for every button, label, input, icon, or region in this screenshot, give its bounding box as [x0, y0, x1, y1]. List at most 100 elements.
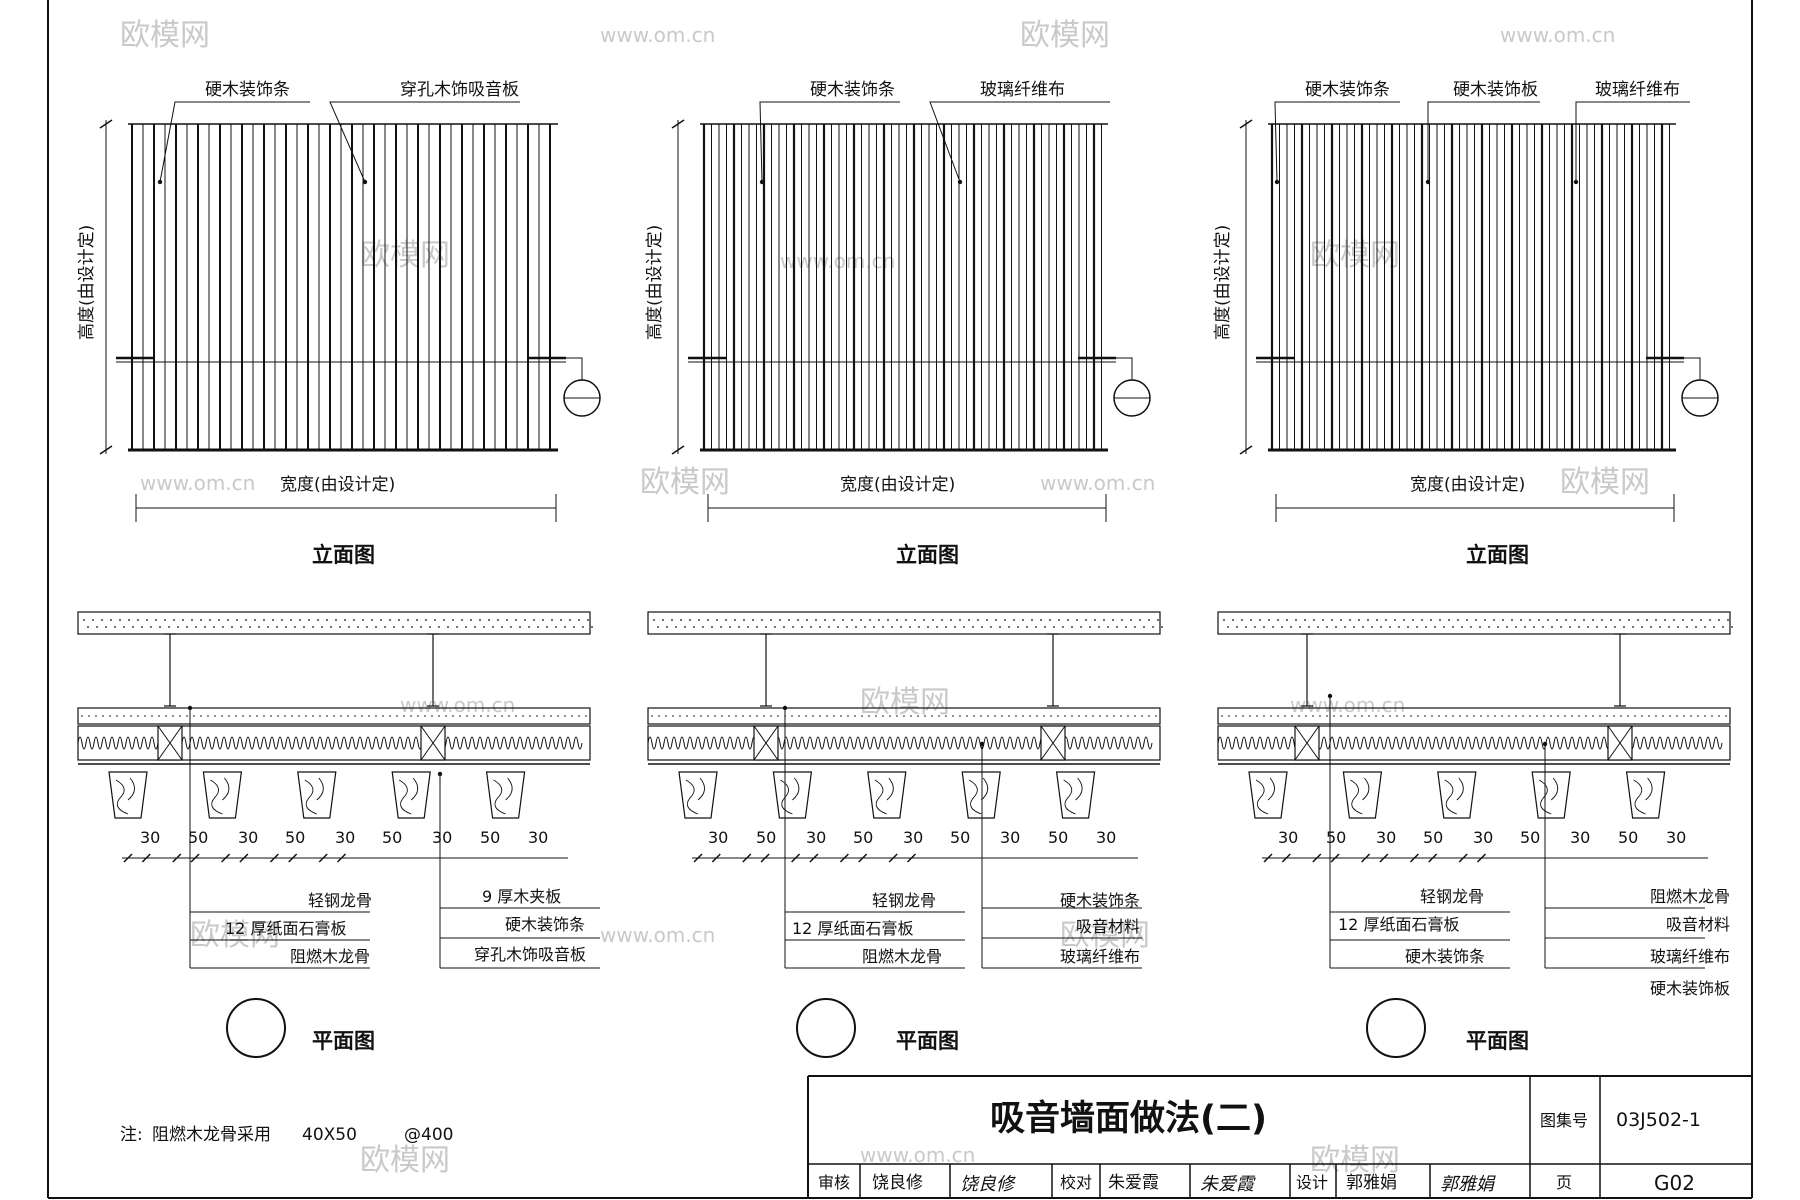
- board-hatch-dot: [1001, 715, 1003, 717]
- wall-hatch-dot: [443, 619, 445, 621]
- wall-hatch-dot: [254, 619, 256, 621]
- wall-hatch-dot: [299, 619, 301, 621]
- plan-3-dimensions: 30 50 30 50 30 50 30 50 30: [1278, 828, 1686, 847]
- wall-hatch-dot: [1538, 619, 1540, 621]
- board-hatch-dot: [1396, 715, 1398, 717]
- board-hatch-dot: [1669, 715, 1671, 717]
- board-hatch-dot: [973, 715, 975, 717]
- wall-hatch-dot: [1547, 619, 1549, 621]
- wood-grain: [127, 777, 135, 801]
- board-hatch-dot: [1015, 715, 1017, 717]
- wall-hatch-dot: [1475, 619, 1477, 621]
- board-hatch-dot: [214, 715, 216, 717]
- board-hatch-dot: [812, 715, 814, 717]
- elevation-2-height-label: 高度(由设计定): [645, 225, 665, 340]
- wall-hatch-dot: [1130, 619, 1132, 621]
- board-hatch-dot: [235, 715, 237, 717]
- plan-1-dim: 50: [382, 828, 402, 847]
- wall-hatch-dot: [312, 626, 314, 628]
- wall-hatch-dot: [222, 626, 224, 628]
- wall-hatch-dot: [689, 619, 691, 621]
- wood-grain: [1645, 777, 1653, 801]
- wall-hatch-dot: [537, 626, 539, 628]
- wall-hatch-dot: [1542, 626, 1544, 628]
- wall-hatch-dot: [1389, 626, 1391, 628]
- wood-grain: [1633, 779, 1646, 815]
- board-hatch-dot: [1641, 715, 1643, 717]
- wall-hatch-dot: [779, 619, 781, 621]
- wall-hatch-dot: [1004, 619, 1006, 621]
- wall-hatch-dot: [963, 626, 965, 628]
- board-hatch-dot: [543, 715, 545, 717]
- plan-2-dim: 50: [756, 828, 776, 847]
- board-hatch-dot: [172, 715, 174, 717]
- plan-3-dim: 30: [1473, 828, 1493, 847]
- wall-hatch-dot: [542, 619, 544, 621]
- wall-hatch-dot: [420, 626, 422, 628]
- wall-hatch-dot: [653, 619, 655, 621]
- wall-hatch-dot: [1340, 619, 1342, 621]
- board-hatch-dot: [1148, 715, 1150, 717]
- page-number: G02: [1654, 1171, 1695, 1195]
- wood-grain: [874, 779, 887, 815]
- board-hatch-dot: [347, 715, 349, 717]
- board-hatch-dot: [1057, 715, 1059, 717]
- board-hatch-dot: [1403, 715, 1405, 717]
- wall-hatch-dot: [1655, 619, 1657, 621]
- board-hatch-dot: [410, 715, 412, 717]
- wood-grain: [1267, 777, 1275, 801]
- board-hatch-dot: [1704, 715, 1706, 717]
- watermark-url: www.om.cn: [860, 1143, 975, 1167]
- board-hatch-dot: [1340, 715, 1342, 717]
- board-hatch-dot: [1263, 715, 1265, 717]
- board-hatch-dot: [1291, 715, 1293, 717]
- wall-hatch-dot: [1592, 619, 1594, 621]
- wall-hatch-dot: [1044, 626, 1046, 628]
- elevation-1-strips: [99, 101, 601, 522]
- board-hatch-dot: [1235, 715, 1237, 717]
- wall-hatch-dot: [564, 626, 566, 628]
- board-hatch-dot: [326, 715, 328, 717]
- dimension-tick: [99, 445, 113, 455]
- plan-1-dim: 30: [335, 828, 355, 847]
- board-hatch-dot: [417, 715, 419, 717]
- wall-hatch-dot: [1385, 619, 1387, 621]
- wall-hatch-dot: [87, 626, 89, 628]
- leader-line: [1274, 101, 1400, 183]
- board-hatch-dot: [777, 715, 779, 717]
- board-hatch-dot: [672, 715, 674, 717]
- wall-hatch-dot: [281, 619, 283, 621]
- wall-hatch-dot: [186, 626, 188, 628]
- board-hatch-dot: [1655, 715, 1657, 717]
- wall-hatch-dot: [1272, 626, 1274, 628]
- wall-hatch-dot: [1709, 619, 1711, 621]
- elevation-2-strips: [671, 101, 1151, 522]
- board-hatch-dot: [158, 715, 160, 717]
- plan-1-title: 平面图: [312, 1029, 375, 1053]
- board-hatch-dot: [903, 715, 905, 717]
- board-hatch-dot: [714, 715, 716, 717]
- wall-hatch-dot: [1227, 626, 1229, 628]
- wall-hatch-dot: [155, 619, 157, 621]
- dimension-tick: [809, 853, 819, 863]
- watermark-brand: 欧模网: [360, 1143, 450, 1178]
- plan-reference-circle: [1366, 998, 1426, 1058]
- elevation-1-width-label: 宽度(由设计定): [280, 475, 395, 495]
- board-hatch-dot: [1256, 715, 1258, 717]
- board-hatch-dot: [1417, 715, 1419, 717]
- wall-hatch-dot: [1524, 626, 1526, 628]
- dimension-tick: [1263, 853, 1273, 863]
- board-hatch-dot: [1543, 715, 1545, 717]
- wall-hatch-dot: [1017, 626, 1019, 628]
- dimension-tick: [711, 853, 721, 863]
- base-wall: [1217, 611, 1731, 635]
- wall-hatch-dot: [1610, 619, 1612, 621]
- wall-hatch-dot: [1457, 619, 1459, 621]
- wall-hatch-dot: [366, 626, 368, 628]
- plan-2-title: 平面图: [896, 1029, 959, 1053]
- board-hatch-dot: [228, 715, 230, 717]
- wall-hatch-dot: [1448, 619, 1450, 621]
- wall-hatch-dot: [657, 626, 659, 628]
- wall-hatch-dot: [918, 626, 920, 628]
- wall-hatch-dot: [182, 619, 184, 621]
